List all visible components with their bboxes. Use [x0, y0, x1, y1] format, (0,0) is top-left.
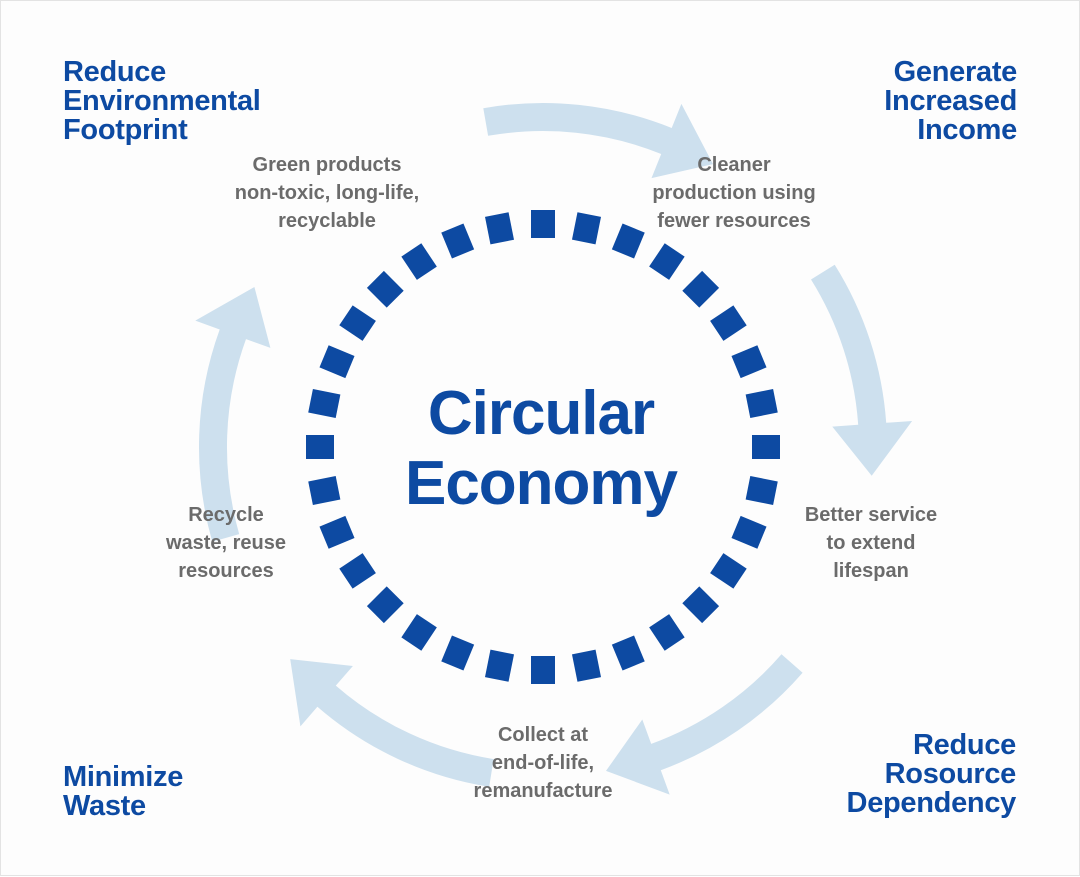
center-title: Circular Economy: [301, 379, 781, 519]
corner-line: Reduce: [63, 56, 166, 88]
step-line: waste, reuse: [165, 532, 287, 554]
ring-dash: [319, 515, 355, 549]
corner-line: Generate: [893, 56, 1018, 88]
cycle-arrows: [195, 102, 913, 795]
corner-line: Income: [917, 114, 1017, 146]
ring-dash: [745, 476, 778, 505]
ring-dash: [441, 223, 475, 259]
ring-dash: [485, 212, 514, 245]
center-title-line: Circular: [427, 379, 655, 448]
arrow-bottom-left: [290, 659, 494, 787]
dotted-ring: [306, 210, 780, 684]
corner-generate-increased-income: Generate Increased Income: [884, 58, 1017, 145]
corner-minimize-waste: Minimize Waste: [63, 763, 183, 821]
corner-line: Rosource: [884, 758, 1017, 790]
ring-dash: [649, 243, 685, 280]
corner-line: Footprint: [63, 114, 188, 146]
corner-reduce-resource-dependency: Reduce Rosource Dependency: [846, 729, 1017, 819]
step-better-service: Better service to extend lifespan: [771, 501, 971, 585]
step-line: end-of-life,: [491, 752, 595, 774]
corner-line: Minimize: [63, 761, 184, 793]
ring-dash: [611, 635, 645, 671]
center-title-line: Economy: [404, 449, 678, 518]
ring-dash: [339, 305, 376, 341]
corner-line: Waste: [63, 790, 146, 822]
step-line: non-toxic, long-life,: [234, 182, 420, 204]
ring-dash: [571, 212, 602, 245]
step-cleaner-production: Cleaner production using fewer resources: [619, 151, 849, 235]
step-line: Green products: [252, 154, 402, 176]
ring-dash: [571, 649, 602, 682]
step-collect-at-end-of-life: Collect at end-of-life, remanufacture: [433, 721, 653, 805]
ring-dash: [308, 476, 341, 505]
corner-line: Environmental: [63, 85, 261, 117]
step-line: Recycle: [188, 504, 264, 526]
ring-dash: [649, 614, 685, 651]
ring-dash: [731, 515, 767, 549]
ring-dash: [710, 553, 747, 589]
step-line: production using: [652, 182, 816, 204]
ring-dash: [682, 586, 720, 624]
arrow-right: [811, 264, 913, 476]
ring-dash: [531, 210, 555, 238]
ring-dash: [611, 223, 645, 259]
ring-dash: [339, 553, 376, 589]
step-line: fewer resources: [657, 210, 811, 232]
step-recycle-waste: Recycle waste, reuse resources: [126, 501, 326, 585]
corner-reduce-environmental-footprint: Reduce Environmental Footprint: [63, 58, 261, 145]
ring-dash: [401, 243, 437, 280]
ring-dash: [366, 586, 404, 624]
ring-dash: [308, 388, 341, 419]
arrow-top: [483, 102, 713, 179]
step-line: remanufacture: [473, 780, 613, 802]
ring-dash: [366, 270, 404, 308]
step-line: Cleaner: [697, 154, 771, 176]
step-line: recyclable: [278, 210, 376, 232]
arrow-left: [195, 287, 271, 542]
ring-dash: [710, 305, 747, 341]
ring-dash: [319, 345, 355, 379]
step-green-products: Green products non-toxic, long-life, rec…: [197, 151, 457, 235]
ring-dash: [752, 435, 780, 459]
corner-line: Dependency: [846, 787, 1017, 819]
ring-dash: [401, 614, 437, 651]
step-line: Collect at: [497, 724, 589, 746]
arrow-bottom-right: [606, 654, 803, 795]
ring-dash: [441, 635, 475, 671]
ring-dash: [306, 435, 334, 459]
corner-line: Reduce: [913, 729, 1016, 761]
ring-dash: [745, 389, 778, 418]
ring-dash: [531, 656, 555, 684]
step-line: resources: [178, 560, 274, 582]
step-line: lifespan: [833, 560, 909, 582]
step-line: to extend: [826, 532, 916, 554]
ring-dash: [682, 270, 720, 308]
ring-dash: [731, 345, 767, 379]
step-line: Better service: [804, 504, 938, 526]
ring-dash: [484, 649, 515, 682]
corner-line: Increased: [884, 85, 1017, 117]
